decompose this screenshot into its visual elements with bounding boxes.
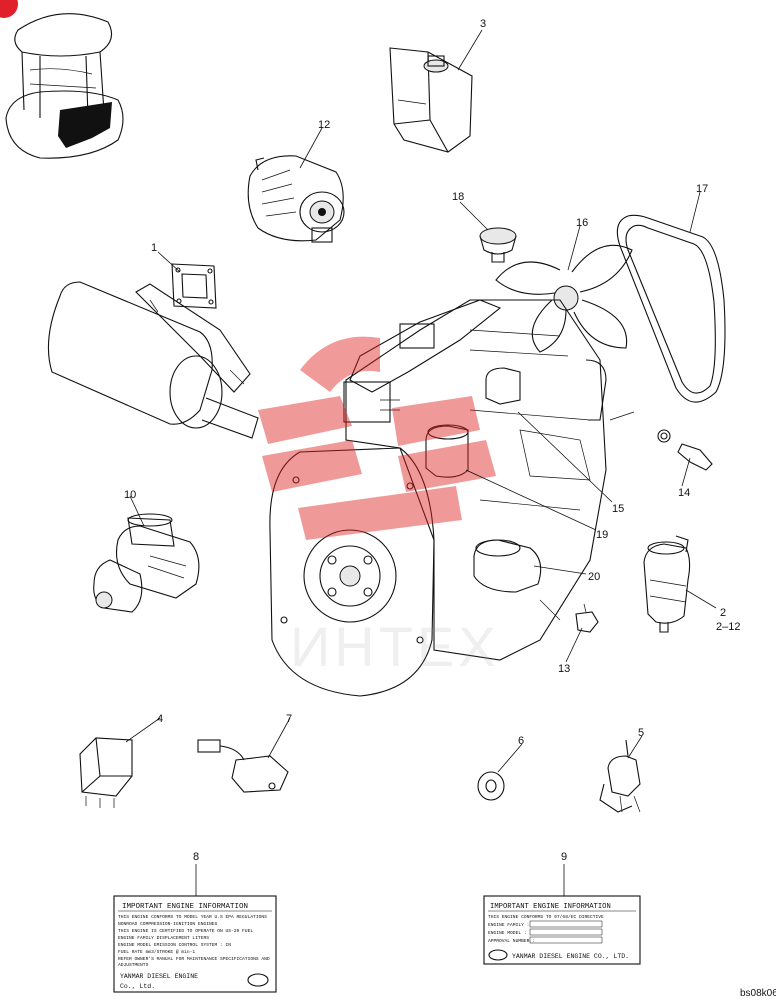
label9-line: ENGINE MODEL : xyxy=(488,930,527,936)
label8-maker-line1: YANMAR DIESEL ENGINE xyxy=(120,973,198,980)
part-12-alternator xyxy=(247,155,345,243)
part-13-sender xyxy=(575,603,599,633)
part-5-solenoid xyxy=(599,739,641,813)
part-9-ec-label: IMPORTANT ENGINE INFORMATION THIS ENGINE… xyxy=(483,895,641,965)
part-6-washer xyxy=(477,771,505,801)
part-18-thermostat xyxy=(479,227,517,263)
label8-line: ENGINE MODEL EMISSION CONTROL SYSTEM : I… xyxy=(118,942,231,948)
callout-4: 4 xyxy=(157,713,163,725)
drawing-code: bs08k063 xyxy=(740,988,776,999)
label8-line: ADJUSTMENTS xyxy=(118,962,149,968)
callout-5: 5 xyxy=(638,727,644,739)
engine-assembly xyxy=(269,299,635,697)
callout-16: 16 xyxy=(576,217,588,229)
part-7-harness-sensor xyxy=(197,739,289,793)
part-10-starter-motor xyxy=(93,513,200,613)
part-1-gasket xyxy=(171,263,217,309)
callout-18: 18 xyxy=(452,191,464,203)
callout-7: 7 xyxy=(286,713,292,725)
callout-14: 14 xyxy=(678,487,690,499)
callout-19: 19 xyxy=(596,529,608,541)
callout-8: 8 xyxy=(193,851,199,863)
part-17-v-belt xyxy=(616,214,726,403)
callout-15: 15 xyxy=(612,503,624,515)
part-16-fan xyxy=(495,244,633,353)
part-14-temp-sensor xyxy=(657,429,713,471)
label8-title: IMPORTANT ENGINE INFORMATION xyxy=(122,903,248,911)
watermark: ИНТЕХ xyxy=(258,336,500,678)
engine-location-highlight xyxy=(58,102,112,148)
callout-1: 1 xyxy=(151,242,157,254)
label9-title: IMPORTANT ENGINE INFORMATION xyxy=(490,903,611,911)
label9-line: ENGINE FAMILY : xyxy=(488,922,529,928)
watermark-text: ИНТЕХ xyxy=(290,615,500,678)
callout-2-12: 2–12 xyxy=(716,621,740,633)
part-3-reserve-tank xyxy=(389,47,473,153)
callout-labels: 1 2 2–12 3 4 5 6 7 8 9 10 12 13 14 15 16… xyxy=(124,18,740,863)
label8-maker-line2: Co., Ltd. xyxy=(120,983,155,990)
callout-3: 3 xyxy=(480,18,486,30)
part-4-relay xyxy=(79,737,133,808)
muffler xyxy=(47,281,259,439)
label9-maker: YANMAR DIESEL ENGINE CO., LTD. xyxy=(512,953,629,960)
label9-line: THIS ENGINE CONFORMS TO 97/68/EC DIRECTI… xyxy=(488,914,604,920)
label9-line: APPROVAL NUMBER : xyxy=(488,938,535,944)
yanmar-logo-icon xyxy=(488,949,508,961)
label8-line: FUEL RATE mm3/STROKE @ min-1 xyxy=(118,949,195,955)
callout-17: 17 xyxy=(696,183,708,195)
label8-line: REFER OWNER'S MANUAL FOR MAINTENANCE SPE… xyxy=(118,956,270,962)
part-8-epa-label: IMPORTANT ENGINE INFORMATION THIS ENGINE… xyxy=(113,895,277,993)
yanmar-logo-icon xyxy=(247,973,269,987)
callout-20: 20 xyxy=(588,571,600,583)
callout-12: 12 xyxy=(318,119,330,131)
callout-9: 9 xyxy=(561,851,567,863)
leader-lines xyxy=(125,29,717,896)
machine-locator-thumbnail xyxy=(0,0,124,159)
callout-6: 6 xyxy=(518,735,524,747)
label8-line: NONROAD COMPRESSION-IGNITION ENGINES xyxy=(118,921,217,927)
callout-13: 13 xyxy=(558,663,570,675)
locator-badge xyxy=(0,0,18,18)
label8-line: THIS ENGINE CONFORMS TO MODEL YEAR U.S E… xyxy=(118,914,267,920)
label8-line: ENGINE FAMILY DISPLACEMENT LITERS xyxy=(118,935,209,941)
part-2-fuel-filter xyxy=(643,535,691,633)
callout-2: 2 xyxy=(720,607,726,619)
label8-line: THIS ENGINE IS CERTIFIED TO OPERATE ON U… xyxy=(118,928,253,934)
callout-10: 10 xyxy=(124,489,136,501)
